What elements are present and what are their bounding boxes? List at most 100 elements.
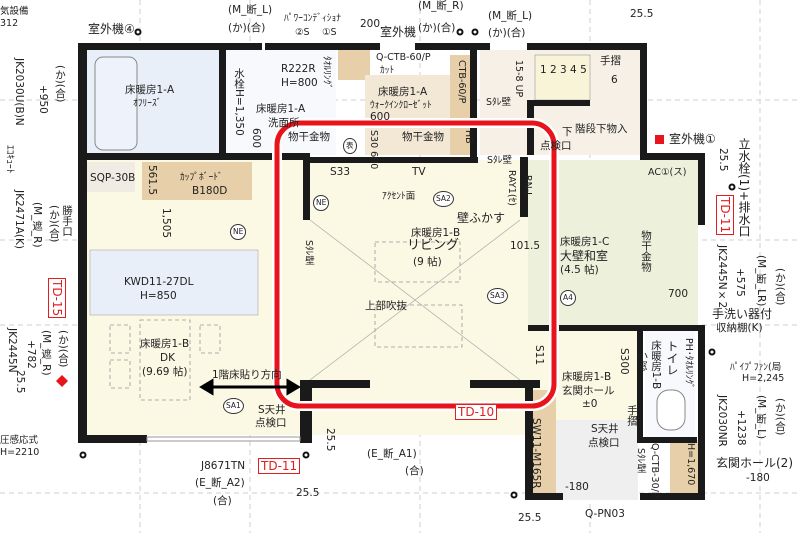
- tv-label: TV: [412, 166, 426, 178]
- walkin-closet-label: ｳｫｰｸｲﾝｸﾛｰｾﾞｯﾄ: [370, 100, 432, 111]
- bathtub: [94, 56, 138, 151]
- window-spec: (M_遮_R): [31, 202, 43, 248]
- north-east-mark: NE: [230, 224, 247, 240]
- section-mark: A4: [560, 290, 576, 306]
- cupboard: [142, 162, 252, 200]
- japanese-room-label: 大壁和室: [560, 249, 609, 263]
- drying-hardware-label: 物干金物: [402, 131, 444, 143]
- dimension: 25.5: [518, 512, 542, 524]
- shoe-cabinet-spec: SW11-M165R: [530, 418, 542, 489]
- dimension: 25.5: [14, 370, 26, 394]
- toilet-accessory-label: PH･ﾀｵﾙﾘﾝｸﾞ: [683, 338, 694, 389]
- stair-steps: 1 2 3 4 5: [540, 64, 587, 76]
- window-spec: (M_断_L): [228, 4, 273, 16]
- handrail-label: 手摺: [626, 405, 638, 426]
- small-window-label: 小窓: [636, 350, 648, 371]
- kitchen-height: H=850: [140, 290, 177, 302]
- dimension: 25.5: [630, 8, 654, 20]
- inspection-hatch-label: 点検口: [588, 437, 620, 449]
- floor-direction-arrow: [199, 378, 301, 396]
- meter-symbol: 表: [343, 138, 357, 154]
- stair-up-label: 15-8 UP: [513, 60, 524, 98]
- window-spec: (か)(合): [488, 27, 526, 39]
- drying-hardware-label: 物干金物: [288, 131, 330, 143]
- highlight-frame-red: [274, 120, 557, 409]
- s-tare-wall-label: Sﾀﾚ壁: [486, 97, 512, 108]
- dimension: 600: [370, 111, 391, 123]
- edge-dimension: 312: [0, 18, 19, 29]
- living-floorheat-label: 床暖房1-B: [411, 227, 461, 239]
- handrail-label: 手摺: [600, 55, 621, 67]
- door-spec: S33: [330, 166, 351, 178]
- window-spec: (か)(合): [774, 268, 786, 306]
- open-ceiling-cross: [309, 219, 521, 381]
- living-label: リビング: [407, 238, 460, 253]
- sqp-label: SQP-30B: [90, 172, 136, 184]
- window-spec: (E_断_A2): [195, 477, 245, 489]
- power-conditioner-label: ﾊﾟﾜｰｺﾝﾃﾞｨｼｮﾅ: [284, 13, 342, 24]
- back-door-label: 勝手口: [61, 205, 73, 237]
- window-spec: (合): [405, 465, 424, 477]
- window-spec: (M_断_L): [488, 10, 533, 22]
- under-stair-storage-label: 階段下物入: [575, 123, 628, 135]
- window-spec: (M_断_R): [418, 0, 464, 12]
- closet-cabinet: [338, 50, 370, 80]
- entrance-door-spec: Q-PN03: [585, 508, 625, 520]
- window-spec: (M_断_LR): [755, 255, 767, 307]
- toilet-cabinet-spec: Q-CTB-30/P: [649, 443, 660, 498]
- kitchen-model: KWD11-27DL: [124, 276, 194, 288]
- hb-label: HB: [463, 130, 474, 144]
- towel-ring-label: ﾀｵﾙﾘﾝｸﾞ: [321, 56, 332, 90]
- entrance-hall-2-label: 玄関ホール(2): [716, 456, 793, 470]
- dimension: 561.5: [146, 165, 158, 196]
- cupboard-label: ｶｯﾌﾟﾎﾞｰﾄﾞ: [180, 172, 223, 183]
- window-spec: (合): [213, 495, 232, 507]
- dimension: 600: [250, 128, 262, 149]
- entrance-hall-label: 玄関ホール: [562, 385, 615, 397]
- door-spec: S30 600: [368, 130, 379, 170]
- toilet-bowl: [656, 389, 686, 431]
- north-east-mark: NE: [313, 195, 330, 211]
- window-spec: (か)(合): [48, 205, 60, 243]
- inspection-hatch-label: 点検口: [255, 417, 287, 429]
- s-tare-wall-label: Sﾀﾚ壁: [487, 155, 513, 166]
- walls: [78, 43, 705, 500]
- window-spec: +575: [734, 268, 746, 297]
- pipe-fan-height: H=2,245: [742, 373, 785, 384]
- window-spec: (E_断_A1): [367, 448, 417, 460]
- window-spec: +1238: [735, 410, 747, 446]
- edge-equipment-label: 気設備: [0, 6, 29, 17]
- outdoor-unit-4-label: 室外機④: [88, 22, 135, 36]
- window-spec: JK2471A(K): [13, 190, 25, 249]
- closet-cut: ｶｯﾄ: [380, 65, 395, 76]
- s-tare-wall-label: Sﾀﾚ壁: [635, 448, 646, 474]
- handwash-storage-label: 手洗い器付: [712, 307, 773, 321]
- td15-tag: TD-15: [48, 278, 66, 319]
- door-spec: S300: [618, 348, 630, 375]
- window-spec: J8671TN: [201, 460, 246, 472]
- japanese-room-size: (4.5 帖): [560, 264, 599, 276]
- dimension: 25.5: [717, 148, 729, 172]
- window-spec: JK2030NR: [716, 395, 728, 447]
- bottom-window: [146, 436, 301, 442]
- outdoor-faucet-label: 立水栓(1)+排水口: [737, 138, 751, 238]
- closet-spec: Q-CTB-60/P: [376, 52, 431, 63]
- door-spec: S11: [533, 345, 545, 366]
- accent-wall-label: ｱｸｾﾝﾄ面: [382, 191, 416, 202]
- dk-size: (9.69 帖): [142, 366, 188, 378]
- kitchen-counter: [89, 249, 259, 316]
- pressure-sensor-height: H=2210: [0, 447, 40, 458]
- window-spec: JK2445N×2: [716, 245, 728, 309]
- toilet-label: トイレ: [665, 340, 679, 376]
- s-ceiling-label: S天井: [258, 404, 286, 416]
- window-spec: RN-L: [522, 175, 533, 198]
- open-ceiling-label: 上部吹抜: [365, 300, 407, 312]
- dk-label: DK: [160, 352, 175, 364]
- section-mark: SA1: [223, 398, 244, 414]
- window-spec: (M_遮_R): [40, 330, 52, 376]
- pc-label: ②S: [295, 27, 310, 38]
- window-spec: (か)(合): [228, 22, 266, 34]
- ac-label: AC①(ス): [648, 167, 687, 178]
- toilet-cabinet-height: H=1,670: [685, 443, 696, 486]
